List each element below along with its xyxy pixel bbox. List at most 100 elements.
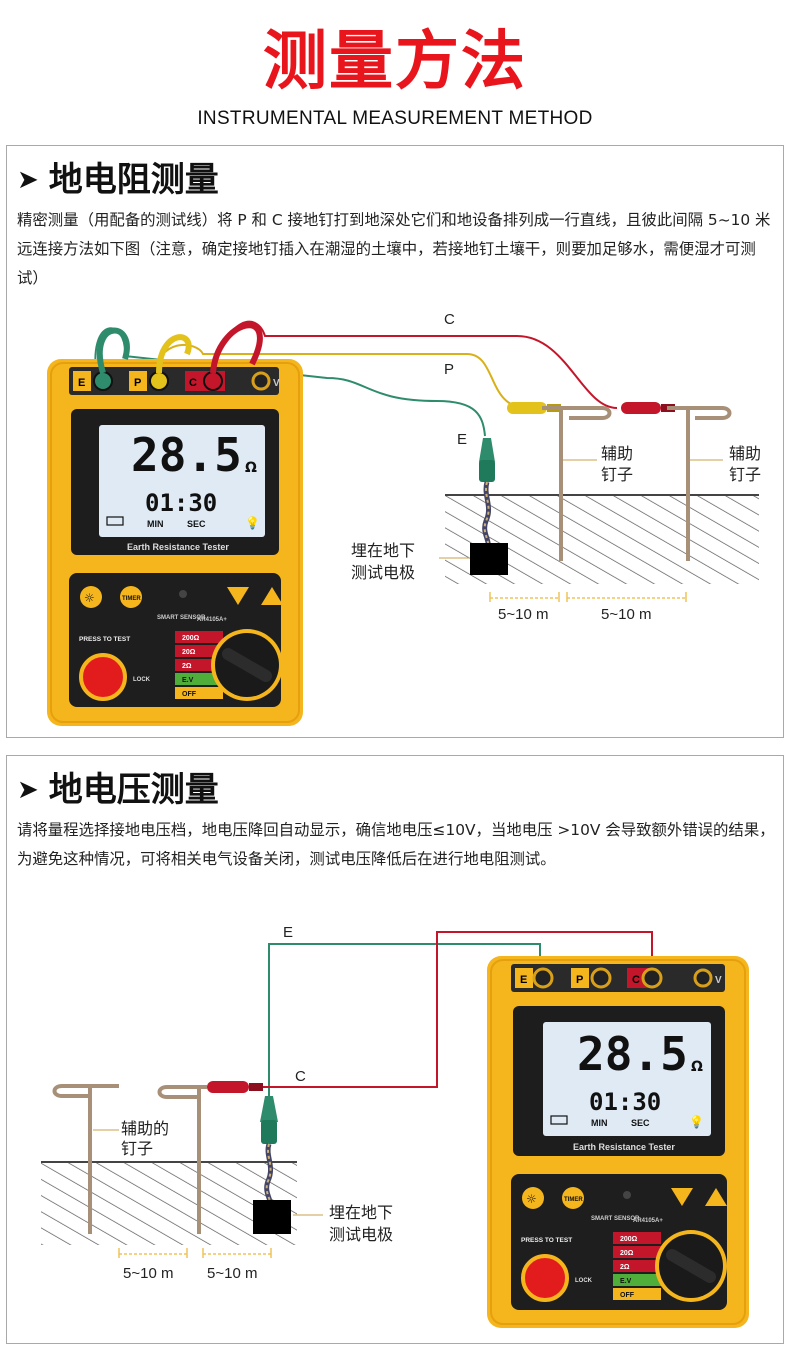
terminal-e-label: E	[78, 377, 85, 389]
brand-logo: SMART SENSOR	[157, 615, 206, 621]
electrode-label-line1: 埋在地下	[329, 1203, 393, 1222]
lcd-min-label: MIN	[591, 1118, 608, 1128]
wire-label-c: C	[295, 1068, 306, 1085]
section-heading-text: 地电压测量	[48, 770, 219, 810]
terminal-v-socket	[251, 371, 271, 391]
electrode-label-line1: 埋在地下	[351, 541, 415, 560]
bulb-icon: 💡	[689, 1115, 704, 1129]
brand-logo: SMART SENSOR	[591, 1216, 640, 1222]
terminal-p-socket	[590, 967, 612, 989]
arrow-icon: ➤	[17, 165, 39, 195]
range-down-button[interactable]	[227, 587, 249, 605]
section-heading: ➤地电压测量	[17, 768, 219, 815]
lcd-unit: Ω	[691, 1059, 703, 1075]
model-label: AR4105A+	[633, 1218, 663, 1224]
aux-stake-2	[157, 1085, 207, 1234]
red-clip	[207, 1081, 263, 1093]
wire-label-c: C	[444, 311, 455, 328]
terminal-e-socket	[532, 967, 554, 989]
lcd-sec-label: SEC	[631, 1118, 650, 1128]
bulb-icon: 💡	[245, 516, 260, 530]
distance-label-1: 5~10 m	[123, 1265, 173, 1282]
aux-stake-1-label-line2: 钉子	[601, 465, 633, 484]
wire-e	[94, 327, 486, 437]
terminal-c-plug	[203, 371, 223, 391]
range-off: OFF	[620, 1292, 635, 1299]
battery-icon	[106, 516, 124, 526]
ground-voltage-diagram: E C 辅助的 钉子 埋在地下 测试电极	[41, 924, 749, 1328]
wire-c	[253, 931, 653, 1088]
range-selector-labels: 200Ω 20Ω 2Ω E.V OFF	[175, 631, 223, 699]
distance-marker-2	[202, 1248, 272, 1258]
device-name: Earth Resistance Tester	[573, 1142, 675, 1152]
timer-button-label: TIMER	[564, 1197, 583, 1203]
lcd-min-label: MIN	[147, 519, 164, 529]
range-20-ohm: 20Ω	[182, 649, 196, 656]
test-button[interactable]	[521, 1254, 569, 1302]
section-description: 精密测量（用配备的测试线）将 P 和 C 接地钉打到地深处它们和地设备排列成一行…	[17, 211, 771, 287]
lock-label: LOCK	[575, 1278, 593, 1284]
timer-button[interactable]	[562, 1187, 584, 1209]
model-label: AR4105A+	[197, 617, 227, 623]
press-to-test-label: PRESS TO TEST	[521, 1237, 572, 1244]
lcd-unit: Ω	[245, 460, 257, 476]
lcd-reading: 28.5	[131, 428, 242, 482]
sun-icon: ☼	[84, 591, 95, 605]
range-ev: E.V	[182, 677, 194, 684]
terminal-e-tag	[73, 371, 91, 391]
range-down-button[interactable]	[671, 1188, 693, 1206]
press-to-test-label: PRESS TO TEST	[79, 636, 130, 643]
aux-stake-1-label-line1: 辅助	[601, 444, 633, 463]
aux-stake-2-label-line2: 钉子	[729, 465, 761, 484]
section-heading: ➤ 地电阻测量	[17, 158, 219, 205]
red-clip	[621, 402, 675, 414]
distance-label-2: 5~10 m	[207, 1265, 257, 1282]
aux-stake-1	[542, 406, 612, 561]
sun-icon: ☼	[526, 1192, 537, 1206]
section-ground-voltage: ➤地电压测量 请将量程选择接地电压档，地电压降回自动显示，确信地电压≤10V，当…	[6, 755, 784, 1344]
range-selector-labels: 200Ω 20Ω 2Ω E.V OFF	[613, 1232, 661, 1300]
buried-electrode	[470, 543, 508, 575]
terminal-e-label: E	[520, 974, 527, 986]
timer-button[interactable]	[120, 586, 142, 608]
page-subtitle: INSTRUMENTAL MEASUREMENT METHOD	[197, 108, 593, 129]
lcd-timer: 01:30	[589, 1088, 661, 1116]
page-title: 测量方法	[263, 25, 527, 99]
aux-stake-2-label-line1: 辅助	[729, 444, 761, 463]
section-description: 请将量程选择接地电压档，地电压降回自动显示，确信地电压≤10V，当地电压 >10…	[17, 821, 775, 868]
electrode-label-line2: 测试电极	[351, 563, 415, 582]
terminal-c-label: C	[189, 377, 197, 389]
range-2-ohm: 2Ω	[620, 1264, 630, 1271]
lcd-display	[543, 1022, 711, 1136]
range-200-ohm: 200Ω	[182, 635, 200, 642]
earth-resistance-tester: E P C V 28.5 Ω 01:30 MIN SEC 💡 Earth Res…	[487, 956, 749, 1328]
wire-label-e: E	[457, 431, 467, 448]
earth-resistance-tester: E P C V 28.5 Ω 01:30 MIN SEC 💡 Earth Res…	[47, 322, 303, 726]
distance-label-2: 5~10 m	[601, 606, 651, 623]
device-name: Earth Resistance Tester	[127, 542, 229, 552]
terminal-v-label: V	[273, 378, 280, 389]
status-led	[179, 590, 187, 598]
terminal-p-plug	[149, 371, 169, 391]
terminal-p-label: P	[134, 377, 141, 389]
test-button[interactable]	[79, 653, 127, 701]
timer-button-label: TIMER	[122, 596, 141, 602]
wire-label-e: E	[283, 924, 293, 941]
range-200-ohm: 200Ω	[620, 1236, 638, 1243]
distance-label-1: 5~10 m	[498, 606, 548, 623]
lcd-reading: 28.5	[577, 1027, 688, 1081]
section-ground-resistance: ➤ 地电阻测量 精密测量（用配备的测试线）将 P 和 C 接地钉打到地深处它们和地…	[6, 145, 784, 738]
section-heading-text: 地电阻测量	[48, 160, 219, 200]
range-off: OFF	[182, 691, 197, 698]
terminal-v-label: V	[715, 975, 722, 986]
distance-marker-1	[489, 592, 560, 602]
lcd-timer: 01:30	[145, 489, 217, 517]
backlight-button[interactable]	[522, 1187, 544, 1209]
battery-icon	[550, 1115, 568, 1125]
range-up-button[interactable]	[705, 1188, 727, 1206]
range-up-button[interactable]	[261, 587, 283, 605]
distance-marker-1	[118, 1248, 188, 1258]
backlight-button[interactable]	[80, 586, 102, 608]
aux-stake-label-line1: 辅助的	[121, 1119, 169, 1138]
lcd-display	[99, 425, 265, 537]
